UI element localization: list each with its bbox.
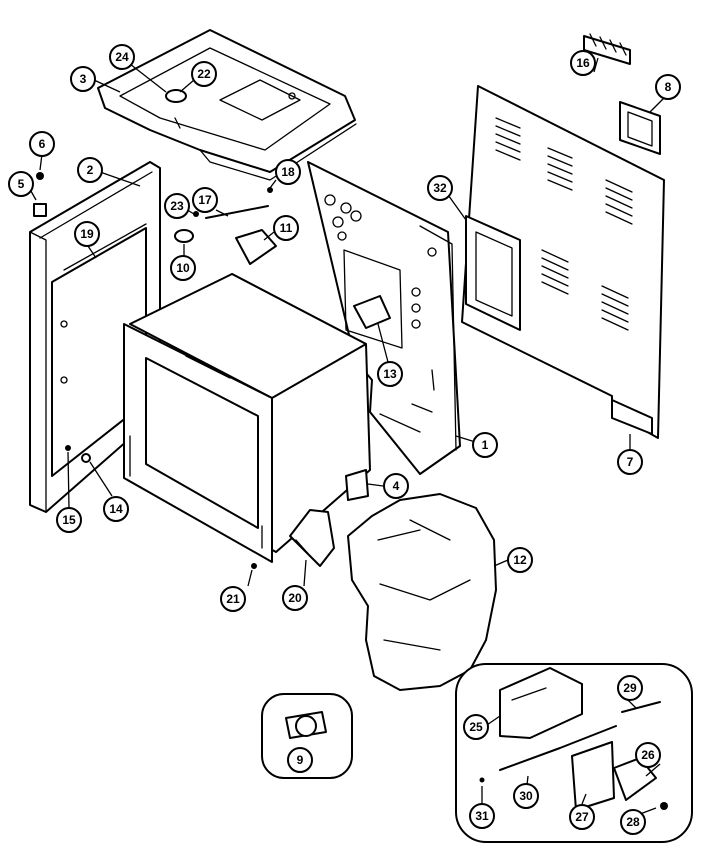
svg-text:28: 28: [626, 815, 640, 829]
svg-text:30: 30: [519, 789, 533, 803]
part-screw-18: [267, 187, 273, 193]
svg-text:31: 31: [475, 809, 489, 823]
callout-4: 4: [383, 473, 409, 499]
svg-text:19: 19: [80, 227, 94, 241]
part-hinge-20: [289, 509, 335, 567]
svg-text:18: 18: [281, 165, 295, 179]
svg-text:4: 4: [393, 479, 400, 493]
callout-9: 9: [287, 747, 313, 773]
callout-3: 3: [70, 66, 96, 92]
svg-text:22: 22: [197, 67, 211, 81]
callout-14: 14: [103, 496, 129, 522]
callout-7: 7: [617, 449, 643, 475]
part-screw-23: [193, 211, 199, 217]
part-screw-6: [36, 172, 44, 180]
part-square-bracket: [619, 101, 661, 155]
callout-16: 16: [570, 50, 596, 76]
svg-text:5: 5: [18, 177, 25, 191]
callout-13: 13: [377, 361, 403, 387]
callout-22: 22: [191, 61, 217, 87]
svg-text:21: 21: [226, 592, 240, 606]
svg-text:2: 2: [87, 163, 94, 177]
part-rod-17: [205, 205, 269, 219]
callout-15: 15: [56, 507, 82, 533]
svg-text:7: 7: [627, 455, 634, 469]
part-top-panel: [97, 29, 357, 181]
part-corner-bracket: [611, 399, 653, 435]
svg-text:15: 15: [62, 513, 76, 527]
callout-21: 21: [220, 586, 246, 612]
svg-text:20: 20: [288, 591, 302, 605]
svg-text:11: 11: [280, 221, 293, 235]
svg-text:27: 27: [575, 810, 589, 824]
callout-32: 32: [427, 175, 453, 201]
callout-24: 24: [109, 44, 135, 70]
part-front-frame: [29, 161, 161, 513]
callout-27: 27: [569, 804, 595, 830]
callout-26: 26: [635, 742, 661, 768]
part-screw-21: [251, 563, 257, 569]
callout-1: 1: [472, 432, 498, 458]
callout-2: 2: [77, 157, 103, 183]
svg-text:23: 23: [170, 199, 184, 213]
svg-text:6: 6: [39, 137, 46, 151]
callout-5: 5: [8, 171, 34, 197]
callout-25: 25: [463, 714, 489, 740]
svg-text:12: 12: [513, 553, 527, 567]
callout-19: 19: [74, 221, 100, 247]
callout-12: 12: [507, 547, 533, 573]
part-screw-14: [81, 453, 91, 463]
part-oven-liner: [123, 273, 371, 563]
svg-text:24: 24: [115, 50, 129, 64]
svg-text:14: 14: [109, 502, 123, 516]
svg-text:9: 9: [297, 753, 304, 767]
part-screw-22: [165, 89, 187, 103]
svg-text:13: 13: [383, 367, 397, 381]
callout-11: 11: [273, 215, 299, 241]
svg-text:29: 29: [623, 681, 637, 695]
callout-30: 30: [513, 783, 539, 809]
callout-28: 28: [620, 809, 646, 835]
svg-text:26: 26: [641, 748, 655, 762]
callout-31: 31: [469, 803, 495, 829]
svg-text:17: 17: [198, 193, 212, 207]
svg-text:10: 10: [176, 261, 190, 275]
part-knob-10: [174, 229, 194, 243]
svg-text:3: 3: [80, 72, 87, 86]
callout-17: 17: [192, 187, 218, 213]
svg-text:1: 1: [482, 438, 489, 452]
part-connector-strip: [583, 33, 631, 65]
part-screw-5: [33, 203, 47, 217]
part-clip-4: [345, 469, 369, 501]
callout-29: 29: [617, 675, 643, 701]
callout-6: 6: [29, 131, 55, 157]
callout-10: 10: [170, 255, 196, 281]
callout-8: 8: [655, 74, 681, 100]
part-side-panel: [307, 161, 461, 475]
part-screw-15: [65, 445, 71, 451]
svg-text:25: 25: [469, 720, 483, 734]
callout-18: 18: [275, 159, 301, 185]
svg-text:16: 16: [576, 56, 590, 70]
inset-thermostat: [261, 693, 353, 779]
callout-23: 23: [164, 193, 190, 219]
svg-text:8: 8: [665, 80, 672, 94]
callout-20: 20: [282, 585, 308, 611]
svg-text:32: 32: [433, 181, 447, 195]
part-insulation: [347, 493, 497, 691]
